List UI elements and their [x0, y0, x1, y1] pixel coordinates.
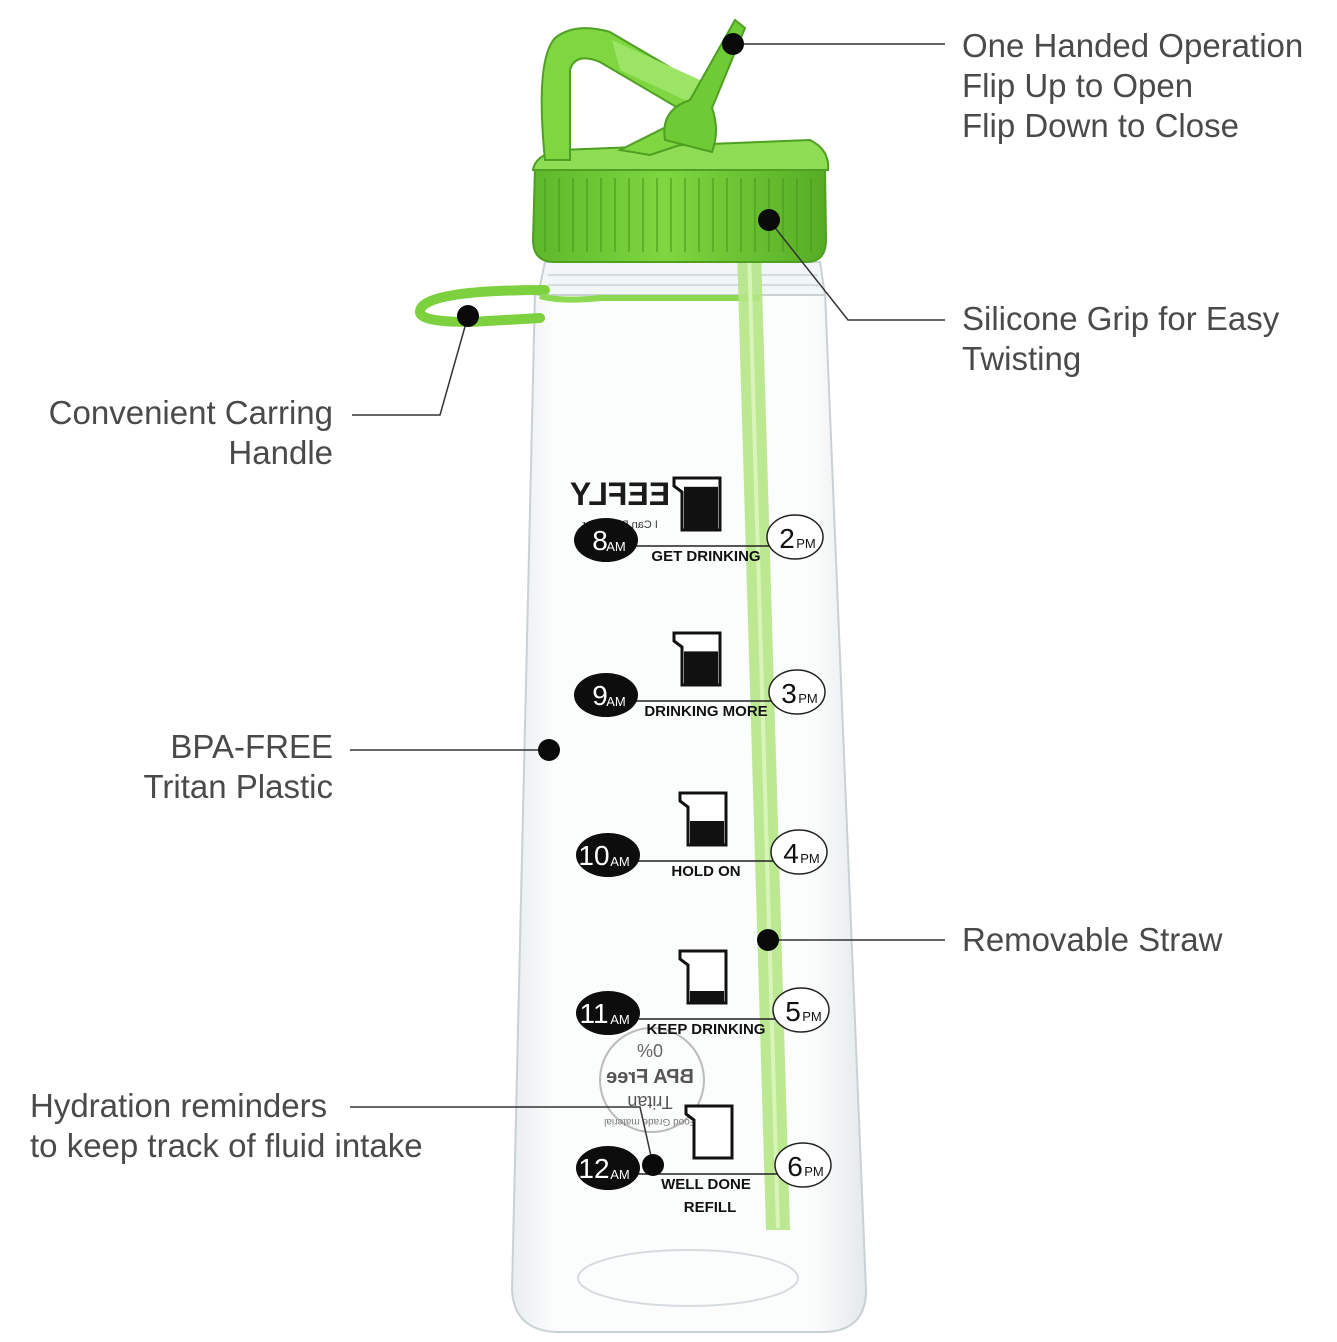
callout-grip: Silicone Grip for Easy Twisting	[962, 299, 1279, 379]
am-pill	[576, 991, 640, 1035]
marker-label: WELL DONE	[661, 1176, 751, 1193]
am-pill	[574, 673, 638, 717]
pm-pill	[768, 669, 826, 715]
marker-label: GET DRINKING	[651, 548, 760, 565]
material-dot	[538, 739, 560, 761]
callout-material: BPA-FREE Tritan Plastic	[144, 727, 334, 807]
callout-reminders-line2: to keep track of fluid intake	[30, 1127, 423, 1164]
marker-label: KEEP DRINKING	[647, 1021, 766, 1038]
callout-lid-line1: One Handed Operation	[962, 27, 1304, 64]
marker-label: DRINKING MORE	[644, 703, 767, 720]
am-suffix: AM	[610, 1012, 630, 1027]
callout-straw-line1: Removable Straw	[962, 921, 1223, 958]
badge-line2: Tritan	[627, 1092, 672, 1112]
am-hour: 12	[578, 1153, 609, 1184]
pm-hour: 2	[779, 523, 795, 554]
reminders-dot	[642, 1154, 664, 1176]
bpa-free-badge: 0% BPA Free Tritan Food Grade material	[599, 1027, 705, 1133]
callout-reminders-line1: Hydration reminders	[30, 1087, 328, 1124]
spout	[663, 18, 747, 154]
cup-fill-level	[684, 486, 718, 530]
callout-handle: Convenient Carring Handle	[49, 393, 333, 473]
cup-fill-level	[690, 821, 724, 845]
am-hour: 11	[579, 998, 608, 1029]
bottle-neck	[536, 261, 827, 296]
badge-line3: Food Grade material	[604, 1116, 696, 1127]
pm-suffix: PM	[802, 1009, 822, 1024]
am-pill	[576, 1146, 640, 1190]
pm-pill	[766, 514, 824, 560]
marker-label: HOLD ON	[671, 863, 740, 880]
pm-suffix: PM	[798, 691, 818, 706]
pm-suffix: PM	[800, 851, 820, 866]
callout-handle-line1: Convenient Carring	[48, 394, 333, 431]
am-pill	[576, 833, 640, 877]
pm-hour: 6	[787, 1151, 803, 1182]
carry-loop	[414, 285, 550, 328]
callout-reminders: Hydration reminders to keep track of flu…	[30, 1086, 423, 1166]
cup-icon	[678, 949, 728, 1005]
callout-lid-line2: Flip Up to Open	[962, 67, 1194, 104]
straw-dot	[757, 929, 779, 951]
cup-icon	[672, 631, 722, 687]
pm-suffix: PM	[804, 1164, 824, 1179]
marker-label2: REFILL	[684, 1199, 737, 1216]
am-suffix: AM	[610, 854, 630, 869]
cup-icon	[672, 476, 722, 532]
badge-percent: 0%	[637, 1040, 663, 1060]
pm-hour: 5	[785, 996, 801, 1027]
am-hour: 10	[578, 840, 609, 871]
callout-lid: One Handed Operation Flip Up to Open Fli…	[962, 26, 1303, 146]
am-suffix: AM	[610, 1167, 630, 1182]
callout-grip-line2: Twisting	[962, 340, 1082, 377]
callout-material-line1: BPA-FREE	[170, 728, 333, 765]
cup-icon	[684, 1104, 734, 1160]
am-suffix: AM	[606, 694, 626, 709]
pm-pill	[774, 1142, 832, 1188]
callout-grip-line1: Silicone Grip for Easy	[962, 300, 1280, 337]
callout-handle-line2: Handle	[228, 434, 333, 471]
cup-icon	[678, 791, 728, 847]
bottle-base	[577, 1249, 799, 1307]
handle-dot	[457, 305, 479, 327]
callout-lid-line3: Flip Down to Close	[962, 107, 1239, 144]
callout-straw: Removable Straw	[962, 920, 1222, 960]
pm-pill	[772, 987, 830, 1033]
lid-dot	[722, 33, 744, 55]
cup-fill-level	[690, 991, 724, 1003]
am-hour: 8	[592, 525, 608, 556]
am-hour: 9	[592, 680, 608, 711]
leader-lines	[350, 43, 945, 1166]
grip-dot	[758, 209, 780, 231]
cup-fill-level	[684, 651, 718, 685]
pm-pill	[770, 829, 828, 875]
pm-hour: 4	[783, 838, 799, 869]
am-suffix: AM	[606, 539, 626, 554]
pm-suffix: PM	[796, 536, 816, 551]
cap-grip	[531, 167, 828, 263]
pm-hour: 3	[781, 678, 797, 709]
callout-material-line2: Tritan Plastic	[143, 768, 334, 805]
am-pill	[574, 518, 638, 562]
leader-dots	[457, 33, 780, 1176]
brand-logo: EEFLY	[570, 476, 670, 512]
badge-line1: BPA Free	[606, 1066, 694, 1088]
